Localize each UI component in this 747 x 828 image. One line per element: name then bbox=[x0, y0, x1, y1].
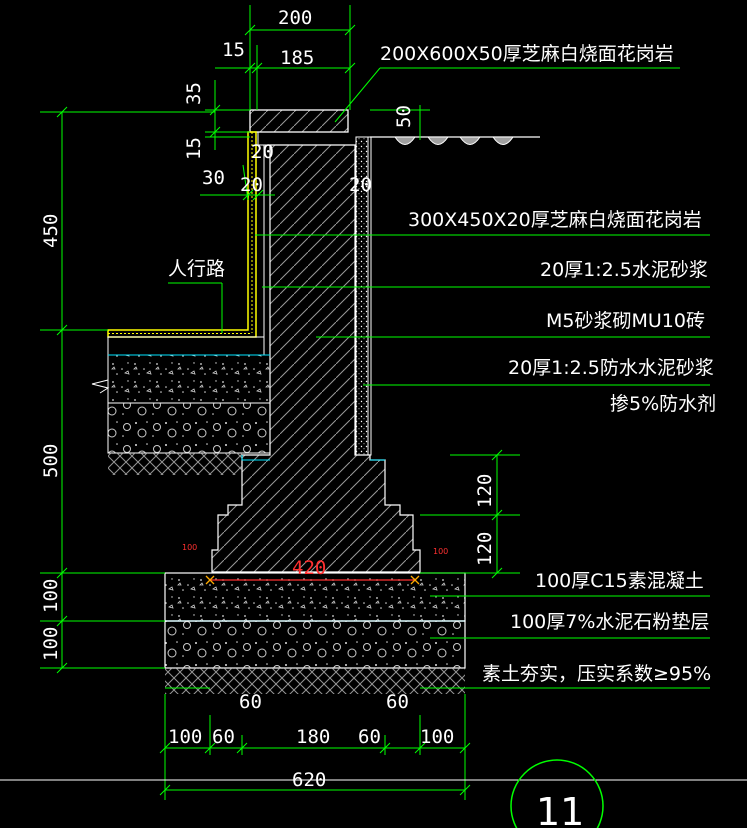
dim-60-left: 60 bbox=[239, 691, 262, 713]
dim-50: 50 bbox=[393, 105, 415, 128]
sidewalk-soil bbox=[108, 453, 242, 475]
waterproof-layer bbox=[355, 136, 369, 456]
brick-wall-hatch bbox=[211, 144, 421, 573]
dim-120-upper: 120 bbox=[474, 474, 496, 508]
label-compacted-soil: 素土夯实，压实系数≥95% bbox=[482, 663, 711, 685]
label-cap-stone: 200X600X50厚芝麻白烧面花岗岩 bbox=[380, 43, 674, 65]
dim-100-cushion: 100 bbox=[40, 627, 62, 661]
dim-row-60-b: 60 bbox=[358, 726, 381, 748]
ground-symbol bbox=[394, 136, 514, 145]
dim-450: 450 bbox=[40, 214, 62, 248]
rebar-line bbox=[205, 575, 420, 585]
sidewalk-concrete bbox=[107, 354, 271, 404]
dimension-lines bbox=[40, 5, 520, 800]
dim-185: 185 bbox=[280, 47, 314, 69]
dim-35: 35 bbox=[183, 82, 205, 105]
label-cushion-layer: 100厚7%水泥石粉垫层 bbox=[510, 611, 709, 633]
dim-420: 420 bbox=[292, 557, 326, 579]
concrete-foundation bbox=[164, 572, 466, 622]
drawing-number-bubble: 11 bbox=[0, 759, 747, 828]
sidewalk-gravel bbox=[107, 402, 271, 454]
drawing-number: 11 bbox=[536, 790, 584, 828]
dim-500: 500 bbox=[40, 444, 62, 478]
dim-60-right: 60 bbox=[386, 691, 409, 713]
dim-small-100-right: 100 bbox=[433, 547, 448, 556]
dim-30: 30 bbox=[202, 167, 225, 189]
dim-120-lower: 120 bbox=[474, 532, 496, 566]
dim-15-mid: 15 bbox=[183, 137, 205, 160]
compacted-soil bbox=[165, 668, 465, 694]
label-waterproof-mortar-1: 20厚1:2.5防水水泥砂浆 bbox=[508, 357, 714, 379]
dim-20-a: 20 bbox=[251, 141, 274, 163]
annotation-texts: 200X600X50厚芝麻白烧面花岗岩 300X450X20厚芝麻白烧面花岗岩 … bbox=[168, 43, 716, 685]
dim-row-180: 180 bbox=[296, 726, 330, 748]
dim-100-concrete: 100 bbox=[40, 579, 62, 613]
dim-row-60-a: 60 bbox=[212, 726, 235, 748]
dim-20-c: 20 bbox=[349, 174, 372, 196]
label-mortar-layer: 20厚1:2.5水泥砂浆 bbox=[540, 259, 708, 281]
dim-small-100-left: 100 bbox=[182, 543, 197, 552]
dim-200: 200 bbox=[278, 7, 312, 29]
label-waterproof-mortar-2: 掺5%防水剂 bbox=[610, 393, 716, 415]
wall-structure bbox=[91, 109, 540, 694]
dim-row-100-a: 100 bbox=[168, 726, 202, 748]
leader-lines bbox=[168, 67, 710, 689]
cushion-layer bbox=[164, 620, 466, 669]
dimension-texts: 200 15 185 35 15 20 30 20 20 50 450 500 … bbox=[40, 7, 496, 791]
dim-20-b: 20 bbox=[240, 174, 263, 196]
label-brick-wall: M5砂浆砌MU10砖 bbox=[546, 310, 705, 332]
face-stone-left bbox=[107, 131, 257, 338]
dim-row-100-b: 100 bbox=[420, 726, 454, 748]
label-sidewalk: 人行路 bbox=[168, 258, 225, 280]
label-concrete-base: 100厚C15素混凝土 bbox=[535, 570, 704, 592]
label-face-stone: 300X450X20厚芝麻白烧面花岗岩 bbox=[408, 209, 702, 231]
dim-15-top: 15 bbox=[222, 39, 245, 61]
cap-stone bbox=[249, 109, 349, 133]
